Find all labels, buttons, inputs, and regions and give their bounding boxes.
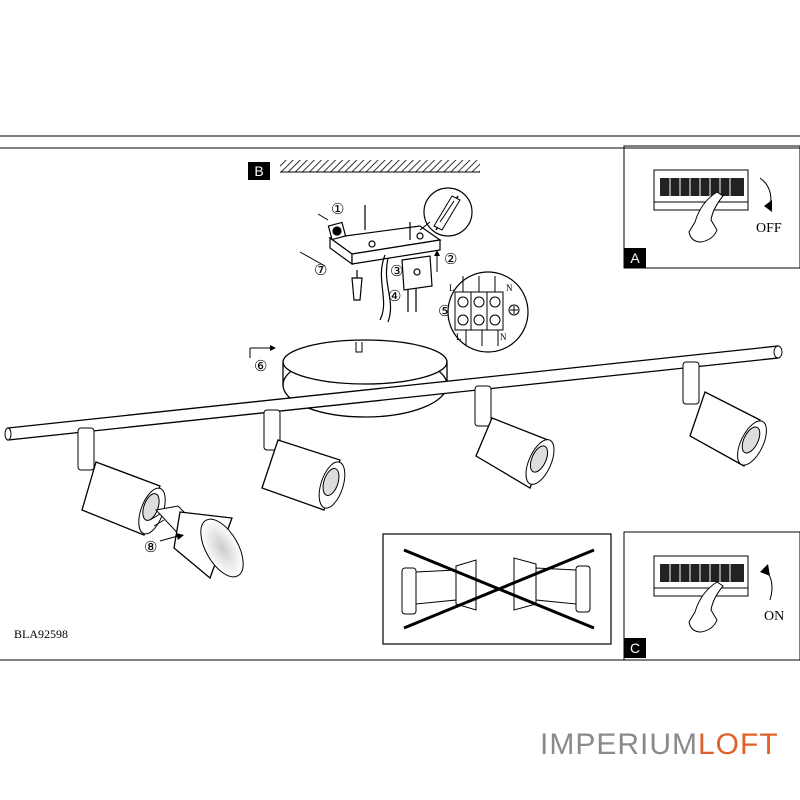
terminal-label-neutral-out: N xyxy=(500,332,507,342)
wall-plug-callout xyxy=(423,187,473,237)
cross-out-line-2 xyxy=(403,548,595,630)
bracket-plate xyxy=(401,255,433,291)
panel-c-state: ON xyxy=(764,609,784,624)
spot-head-4 xyxy=(682,361,767,467)
spot-bar xyxy=(4,345,783,441)
panel-c-label: C xyxy=(630,640,640,656)
breaker-panel-off xyxy=(653,169,749,211)
spot-head-3 xyxy=(474,385,555,489)
terminal-label-live-out: L xyxy=(456,332,462,342)
breaker-panel-on xyxy=(653,555,749,597)
step-8-marker: ⑧ xyxy=(144,540,157,556)
track-luminaire: ⑥ xyxy=(4,339,783,580)
mounting-bracket xyxy=(328,225,442,266)
incorrect-bulb-orientation-panel xyxy=(382,533,612,645)
step-3-marker: ③ xyxy=(390,264,403,280)
panel-b-mounting: B ① xyxy=(248,160,529,353)
panel-b-badge xyxy=(248,162,270,180)
terminal-block-callout xyxy=(447,271,529,353)
terminal-label-neutral: N xyxy=(506,283,513,293)
step-2-marker: ② xyxy=(444,252,457,268)
panel-c-badge xyxy=(624,638,646,658)
step-1-marker: ① xyxy=(331,202,344,218)
spot-head-1 xyxy=(77,427,166,536)
spot-head-2 xyxy=(261,409,346,511)
step-7-marker: ⑦ xyxy=(314,263,327,279)
ceiling-hatching xyxy=(280,160,480,172)
panel-c-switch-on: ON C xyxy=(623,531,800,661)
facing-spots-right xyxy=(513,557,591,613)
facing-spots-left xyxy=(401,559,477,615)
earth-clamp xyxy=(327,221,347,241)
imperiumloft-watermark: IMPERIUMLOFT xyxy=(540,728,779,762)
panel-a-switch-off: OFF A xyxy=(623,145,800,269)
step-6-marker: ⑥ xyxy=(254,359,267,375)
panel-a-badge xyxy=(624,248,646,268)
gu10-bulb xyxy=(149,505,244,580)
supply-cable xyxy=(379,254,392,323)
model-code: BLA92598 xyxy=(14,627,68,641)
watermark-brand-1: IMPERIUM xyxy=(540,728,698,761)
panel-a-state: OFF xyxy=(756,221,782,236)
terminal-label-live: L xyxy=(449,283,455,293)
panel-b-label: B xyxy=(254,163,263,179)
panel-a-label: A xyxy=(630,250,640,266)
step-4-marker: ④ xyxy=(388,289,401,305)
watermark-brand-2: LOFT xyxy=(698,728,779,761)
